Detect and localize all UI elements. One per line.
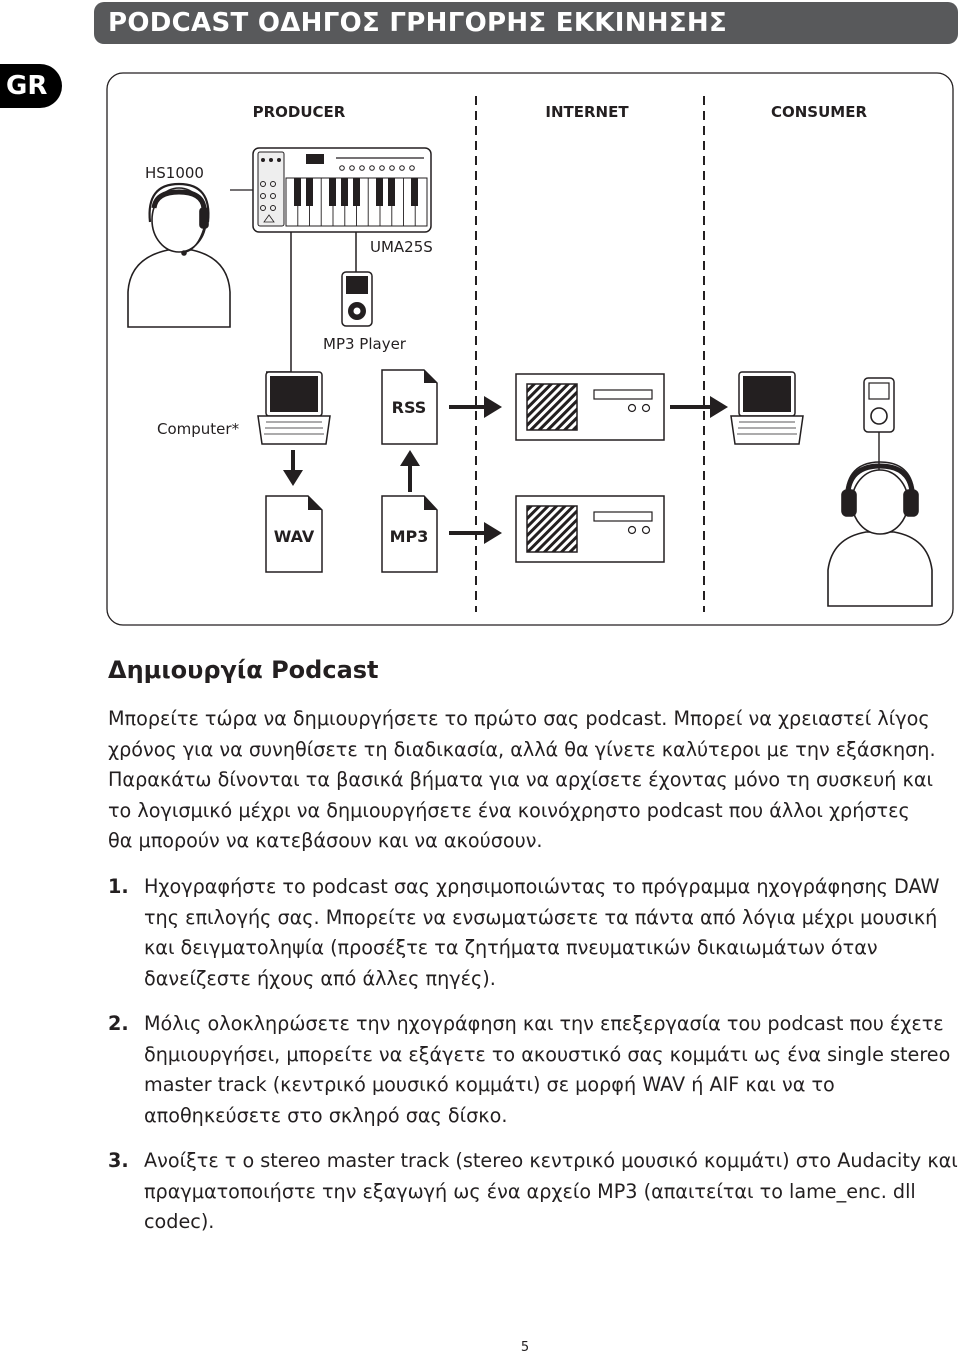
person-headset-icon (127, 182, 231, 328)
page-number: 5 (520, 1340, 530, 1355)
podcast-workflow-diagram: PRODUCER INTERNET CONSUMER HS1000 UMA25S… (106, 72, 954, 628)
mp3-player-icon (341, 271, 373, 327)
step-text: Ηχογραφήστε το podcast σας χρησιμοποιώντ… (144, 875, 940, 990)
column-internet: INTERNET (545, 103, 629, 121)
section-heading: Δημιουργία Podcast (108, 656, 379, 684)
arrow-icon (670, 396, 728, 418)
label-mp3-player: MP3 Player (323, 335, 407, 353)
server-icon (515, 495, 665, 563)
step-number: 3. (108, 1149, 129, 1172)
file-label-rss: RSS (392, 398, 427, 417)
intro-paragraph: Μπορείτε τώρα να δημιουργήσετε το πρώτο … (108, 707, 936, 852)
header-bar: PODCAST ΟΔΗΓΟΣ ΓΡΗΓΟΡΗΣ ΕΚΚΙΝΗΣΗΣ (94, 2, 958, 44)
list-item: 1. Ηχογραφήστε το podcast σας χρησιμοποι… (108, 872, 958, 994)
column-consumer: CONSUMER (771, 103, 867, 121)
arrow-icon (449, 522, 502, 544)
label-hs1000: HS1000 (145, 164, 204, 182)
arrow-icon (449, 396, 502, 418)
label-computer: Computer* (157, 420, 240, 438)
list-item: 2. Μόλις ολοκληρώσετε την ηχογράφηση και… (108, 1009, 958, 1131)
wav-document-icon: WAV (265, 495, 323, 573)
steps-list: 1. Ηχογραφήστε το podcast σας χρησιμοποι… (108, 872, 958, 1253)
list-item: 3. Ανοίξτε τ ο stereo master track (ster… (108, 1146, 958, 1238)
file-label-wav: WAV (274, 527, 315, 546)
mp3-document-icon: MP3 (381, 495, 438, 573)
arrow-icon (400, 450, 420, 492)
step-text: Μόλις ολοκληρώσετε την ηχογράφηση και τη… (144, 1012, 951, 1127)
step-number: 1. (108, 875, 129, 898)
laptop-icon (257, 371, 331, 445)
language-tab: GR (0, 64, 62, 108)
laptop-icon (730, 371, 804, 445)
page-title: PODCAST ΟΔΗΓΟΣ ΓΡΗΓΟΡΗΣ ΕΚΚΙΝΗΣΗΣ (108, 8, 728, 38)
column-producer: PRODUCER (253, 103, 346, 121)
keyboard-icon (252, 147, 432, 233)
label-uma25s: UMA25S (370, 238, 433, 256)
arrow-icon (283, 450, 303, 486)
mp3-player-icon (863, 377, 895, 433)
file-label-mp3: MP3 (390, 527, 429, 546)
person-headphones-icon (827, 461, 933, 607)
server-icon (515, 373, 665, 441)
rss-document-icon: RSS (381, 369, 438, 445)
step-text: Ανοίξτε τ ο stereo master track (stereo … (144, 1149, 958, 1233)
step-number: 2. (108, 1012, 129, 1035)
